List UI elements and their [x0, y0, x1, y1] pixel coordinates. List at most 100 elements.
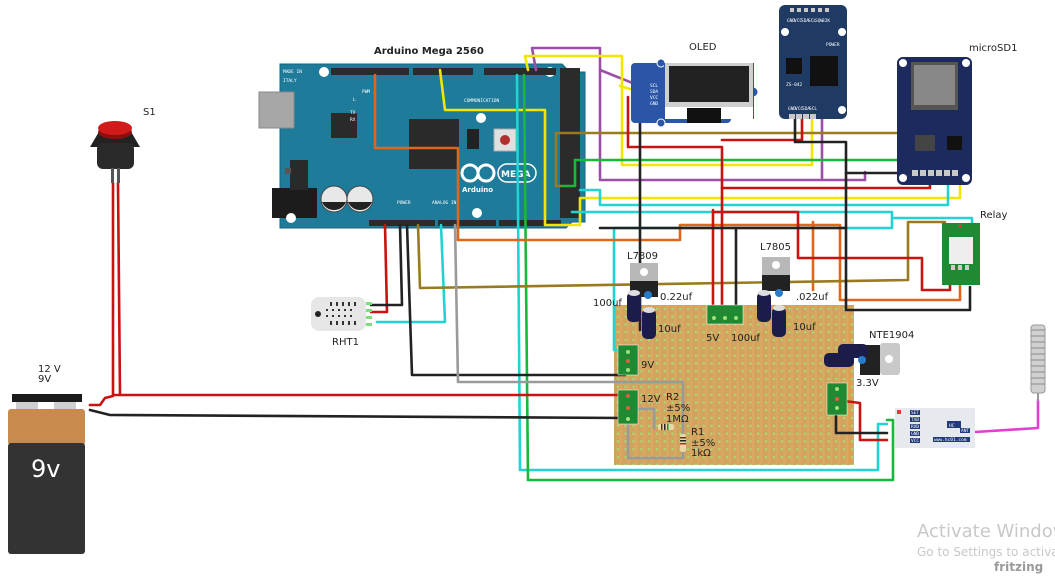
rtc-module[interactable]: GND VCC SDA SCL SQW 32K GND VCC SDA SCL … [779, 5, 847, 119]
hc12-pin-txd: TXD [911, 417, 919, 423]
rtc-bpin-vcc: VCC [795, 106, 803, 112]
humidity-sensor-rht1[interactable] [311, 297, 372, 331]
activate-windows-subtitle: Go to Settings to activate Windows. [917, 545, 1055, 559]
rx-text: RX [350, 117, 356, 123]
usb-port [258, 91, 295, 129]
capacitors [627, 289, 868, 367]
wire-black-2 [405, 223, 627, 377]
wire-red-sensor [369, 223, 389, 314]
cap-0.22uf [644, 291, 652, 299]
reset-button[interactable] [500, 135, 510, 145]
antenna-spring-icon [1030, 324, 1046, 401]
wire-yellow-2 [438, 68, 962, 227]
reg-nte-label: NTE1904 [869, 330, 914, 341]
hc12-radio-module[interactable]: SET TXD RXD GND VCC HC ANT www.hc01.com [895, 408, 975, 448]
resistor-r1[interactable] [680, 434, 686, 452]
header-12v[interactable] [617, 389, 639, 425]
rtc-pin-sqw: SQW [815, 18, 823, 24]
cap-100uf-2 [757, 292, 771, 322]
cap-c4-label: 100uf [731, 333, 760, 344]
header-5v[interactable] [706, 304, 744, 325]
cap-100uf-1 [627, 292, 641, 322]
cap-10uf-2 [772, 307, 786, 337]
wire-yellow-1 [523, 54, 814, 167]
mega-text: MEGA [501, 170, 530, 180]
microsd-module[interactable] [897, 57, 972, 185]
r1-tol: ±5% [691, 438, 715, 449]
pwm-text: PWM [362, 89, 370, 95]
r2-value: 1MΩ [666, 414, 689, 425]
wire-cyan-1 [515, 73, 889, 472]
rtc-pin-scl: SCL [808, 18, 816, 24]
header-3v3[interactable] [826, 382, 848, 416]
wire-purple [530, 46, 867, 182]
hc12-pin-vcc: VCC [911, 438, 919, 444]
relay-module[interactable] [942, 223, 980, 285]
oled-pin-gnd: GND [650, 101, 658, 107]
mcu-chip [409, 119, 459, 169]
wire-black-3 [793, 115, 972, 312]
r1-value: 1kΩ [691, 448, 711, 459]
reg-7805-label: L7805 [760, 242, 791, 253]
oled-pin-vcc: VCC [650, 95, 658, 101]
hc12-pin-rxd: RXD [911, 424, 919, 430]
power-text: POWER [397, 200, 411, 206]
battery-face-text: 9v [31, 455, 60, 483]
resistor-r2[interactable] [658, 424, 674, 430]
wire-cyan-2 [578, 173, 950, 207]
cap-c1-label: 100uf [593, 298, 622, 309]
rtc-power-text: POWER [826, 42, 840, 48]
switch-label: S1 [143, 107, 156, 118]
wire-black-1 [369, 223, 404, 307]
rtc-chip-text: ZS-042 [786, 82, 803, 88]
made-in-text: MADE IN [283, 69, 302, 75]
wire-black-hc12 [834, 408, 889, 435]
arduino-label: Arduino Mega 2560 [374, 46, 484, 57]
power-jack [272, 188, 317, 218]
relay-label: Relay [980, 210, 1008, 221]
wire-magenta-antenna [973, 398, 1040, 434]
communication-text: COMMUNICATION [464, 98, 500, 104]
header-9v[interactable] [617, 344, 639, 376]
wires [88, 46, 1040, 482]
cap-c2-label: 0.22uf [660, 292, 693, 303]
l-led-text: L [353, 97, 356, 103]
wire-orange [373, 73, 962, 302]
rtc-pin-32k: 32K [822, 18, 830, 24]
rtc-pin-sda: SDA [801, 18, 809, 24]
arduino-brand-text: Arduino [462, 186, 493, 194]
rtc-bpin-scl: SCL [809, 106, 817, 112]
r2-name: R2 [666, 392, 679, 403]
rtc-pin-gnd: GND [787, 18, 795, 24]
header-5v-label: 5V [706, 333, 719, 344]
battery-label-9v: 9V [38, 374, 51, 385]
regulator-l7805[interactable] [762, 257, 790, 291]
oled-label: OLED [689, 42, 717, 53]
activate-windows-title: Activate Windows [917, 521, 1055, 542]
cap-c3-label: 10uf [658, 324, 681, 335]
header-9v-label: 9V [641, 360, 654, 371]
fritzing-logo: fritzing [994, 560, 1043, 574]
oled-display[interactable]: SCL SDA VCC GND [631, 58, 759, 128]
analog-in-text: ANALOG IN [432, 200, 457, 206]
tx-text: TX [350, 110, 356, 116]
r1-name: R1 [691, 427, 704, 438]
hc12-web: www.hc01.com [934, 437, 967, 443]
battery-9v[interactable]: 9v [8, 394, 85, 554]
header-3v3-label: 3.3V [856, 378, 879, 389]
oled-pin-scl: SCL [650, 83, 658, 89]
italy-text: ITALY [283, 78, 297, 84]
push-button-s1[interactable] [90, 121, 140, 183]
r2-tol: ±5% [666, 403, 690, 414]
hc12-pin-set: SET [911, 410, 919, 416]
oled-pin-sda: SDA [650, 89, 658, 95]
arduino-mega-board[interactable]: MADE IN ITALY PWM COMMUNICATION POWER AN… [258, 63, 586, 229]
hc12-ant: ANT [961, 428, 969, 434]
wire-green-1 [522, 73, 895, 482]
sensor-label: RHT1 [332, 337, 359, 348]
reg-7809-label: L7809 [627, 251, 658, 262]
cap-c5-label: .022uf [796, 292, 829, 303]
wire-black-battery [88, 408, 627, 420]
cap-c6-label: 10uf [793, 322, 816, 333]
